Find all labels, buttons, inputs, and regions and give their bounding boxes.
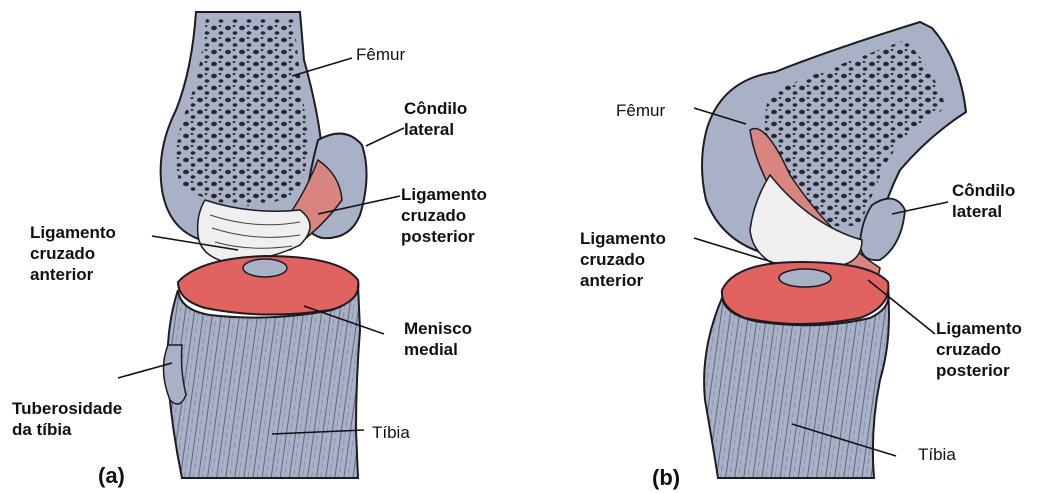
label-b-anterior-cruciate: Ligamento cruzado anterior: [580, 228, 666, 291]
panel-a-knee: [161, 12, 367, 478]
label-b-lateral-condyle: Côndilo lateral: [952, 180, 1015, 222]
label-b-posterior-cruciate: Ligamento cruzado posterior: [936, 318, 1022, 381]
label-a-femur: Fêmur: [356, 44, 405, 65]
label-a-tibia: Tíbia: [372, 422, 410, 443]
label-a-medial-meniscus: Menisco medial: [404, 318, 472, 360]
panel-b-letter: (b): [652, 466, 680, 490]
label-a-posterior-cruciate: Ligamento cruzado posterior: [401, 184, 487, 247]
label-b-tibia: Tíbia: [918, 444, 956, 465]
label-a-tibial-tuberosity: Tuberosidade da tíbia: [12, 398, 122, 440]
label-b-femur: Fêmur: [616, 100, 665, 121]
label-a-anterior-cruciate: Ligamento cruzado anterior: [30, 222, 116, 285]
label-a-lateral-condyle: Côndilo lateral: [404, 98, 467, 140]
panel-b-knee: [702, 22, 966, 478]
panel-a-letter: (a): [98, 464, 125, 488]
